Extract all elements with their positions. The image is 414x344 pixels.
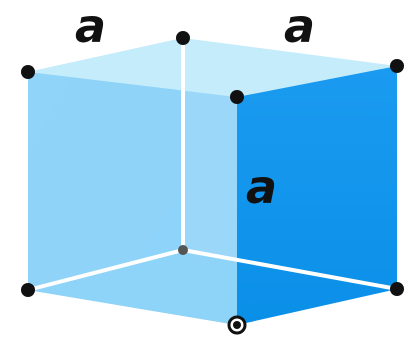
vertex-top-left <box>21 65 35 79</box>
vertex-bottom-front <box>233 321 241 329</box>
hidden-edge-left <box>27 248 184 292</box>
vertex-bottom-right <box>390 282 404 296</box>
front-face <box>237 66 397 325</box>
edge-label-top-right: a <box>284 0 315 53</box>
top-face <box>28 38 397 97</box>
side-face <box>28 72 237 325</box>
vertex-top-right <box>390 59 404 73</box>
edge-label-front-vertical: a <box>246 160 277 214</box>
hidden-edge-right <box>182 248 398 291</box>
vertex-top-back <box>176 31 190 45</box>
vertex-top-front <box>230 90 244 104</box>
vertex-hidden <box>178 245 188 255</box>
edge-label-top-left: a <box>75 0 106 53</box>
vertex-bottom-left <box>21 283 35 297</box>
